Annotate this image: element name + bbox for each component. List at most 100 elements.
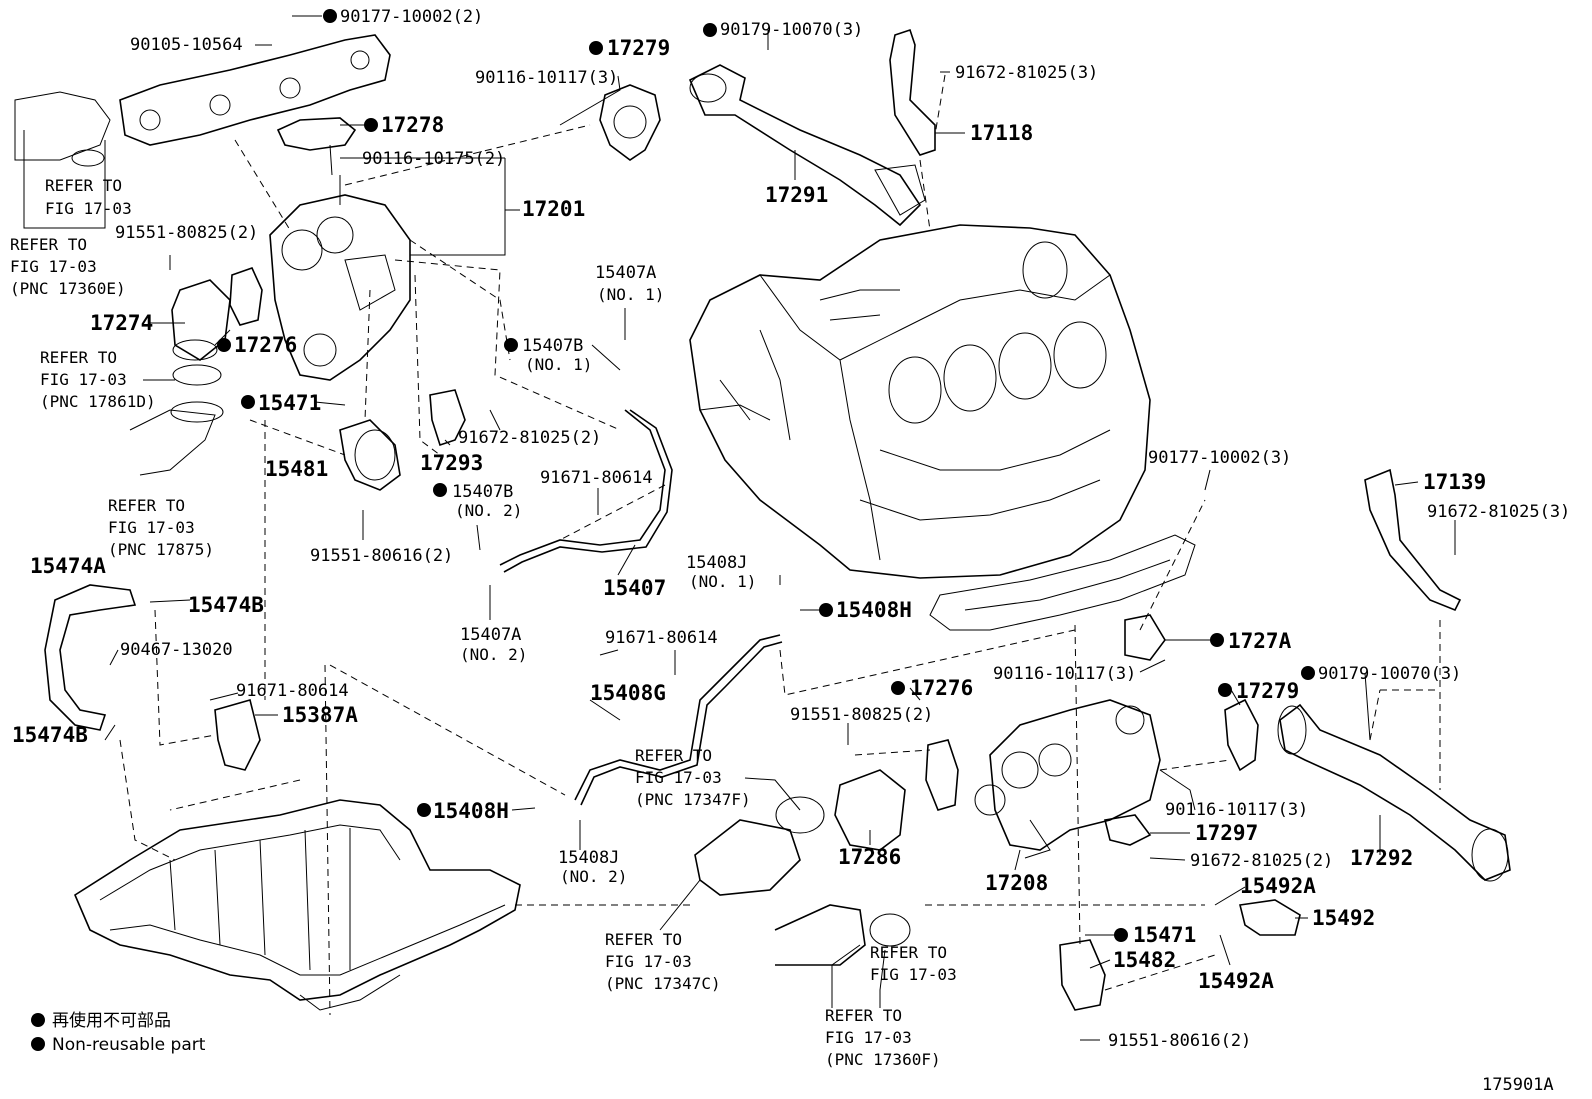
callout-17276-top: 17276 — [234, 333, 297, 357]
callout-17291: 17291 — [765, 183, 828, 207]
reference-6-line1: REFER TO — [605, 930, 682, 949]
callout-17286: 17286 — [838, 845, 901, 869]
callout-91551-80825-top: 91551-80825(2) — [115, 223, 258, 243]
non-reusable-markers — [31, 9, 1315, 1051]
callout-labels: 90177-10002(2) 90105-10564 17279 90179-1… — [10, 7, 1570, 1095]
callout-15474b-bottom: 15474B — [12, 723, 88, 747]
exhaust-gasket-upper-drawing — [14, 34, 391, 167]
callout-15407: 15407 — [603, 576, 666, 600]
reference-3-line2: FIG 17-03 — [40, 370, 127, 389]
callout-91671-80614-top: 91671-80614 — [540, 468, 653, 488]
callout-91551-80616-bottom: 91551-80616(2) — [1108, 1031, 1251, 1051]
callout-90116-10117-top: 90116-10117(3) — [475, 68, 618, 88]
callout-17208: 17208 — [985, 871, 1048, 895]
callout-15407b-mid: 15407B — [452, 482, 513, 502]
callout-91672-81025-low: 91672-81025(2) — [1190, 851, 1333, 871]
reference-7-line1: REFER TO — [870, 943, 947, 962]
callout-90467-13020: 90467-13020 — [120, 640, 233, 660]
callout-90179-10070-top: 90179-10070(3) — [720, 20, 863, 40]
bracket-17118-drawing — [889, 28, 936, 156]
callout-15474a: 15474A — [30, 554, 106, 578]
reference-4-line3: (PNC 17875) — [108, 540, 214, 559]
callout-91551-80825-right: 91551-80825(2) — [790, 705, 933, 725]
callout-91671-80614-low: 91671-80614 — [605, 628, 718, 648]
callout-15407b-mid-no: (NO. 2) — [455, 501, 522, 520]
callout-15407a-bottom-no: (NO. 2) — [460, 645, 527, 664]
turbocharger-upper-drawing — [269, 144, 411, 381]
reference-2-line2: FIG 17-03 — [10, 257, 97, 276]
callout-90116-10117-mid: 90116-10117(3) — [993, 664, 1136, 684]
reference-2-line1: REFER TO — [10, 235, 87, 254]
figure-id: 175901A — [1482, 1075, 1554, 1095]
callout-15408h-top: 15408H — [836, 598, 912, 622]
reference-5-line3: (PNC 17347F) — [635, 790, 751, 809]
callout-15408j-bottom-no: (NO. 2) — [560, 867, 627, 886]
reference-4-line2: FIG 17-03 — [108, 518, 195, 537]
callout-17279-top: 17279 — [607, 36, 670, 60]
callout-17293: 17293 — [420, 451, 483, 475]
gaskets-and-hoses-drawing — [44, 84, 1301, 1011]
callout-90177-10002-right: 90177-10002(3) — [1148, 448, 1291, 468]
callout-91671-80614-mid: 91671-80614 — [236, 681, 349, 701]
callout-90105-10564: 90105-10564 — [130, 35, 243, 55]
callout-15408g: 15408G — [590, 681, 666, 705]
callout-17279-right: 17279 — [1236, 679, 1299, 703]
callout-17201: 17201 — [522, 197, 585, 221]
callout-17274: 17274 — [90, 311, 153, 335]
bracket-17139-drawing — [1364, 468, 1462, 612]
callout-15492a-bottom: 15492A — [1198, 969, 1274, 993]
callout-91551-80616-top: 91551-80616(2) — [310, 546, 453, 566]
callout-15408j-top: 15408J — [686, 553, 747, 573]
callout-15407a-top-no: (NO. 1) — [597, 285, 664, 304]
engine-block-drawing — [689, 224, 1196, 631]
reference-2-line3: (PNC 17360E) — [10, 279, 126, 298]
callout-15407a-bottom: 15407A — [460, 625, 521, 645]
callout-17118: 17118 — [970, 121, 1033, 145]
callout-17297: 17297 — [1195, 821, 1258, 845]
reference-8-line1: REFER TO — [825, 1006, 902, 1025]
reference-4-line1: REFER TO — [108, 496, 185, 515]
callout-15407b-top-no: (NO. 1) — [525, 355, 592, 374]
reference-6-line2: FIG 17-03 — [605, 952, 692, 971]
reference-8-line2: FIG 17-03 — [825, 1028, 912, 1047]
exhaust-pipe-upper-drawing — [688, 64, 926, 227]
callout-15492: 15492 — [1312, 906, 1375, 930]
callout-15407a-top: 15407A — [595, 263, 656, 283]
reference-1-line2: FIG 17-03 — [45, 199, 132, 218]
leader-lines — [23, 15, 1456, 1041]
reference-6-line3: (PNC 17347C) — [605, 974, 721, 993]
callout-15408j-top-no: (NO. 1) — [689, 572, 756, 591]
reference-3-line1: REFER TO — [40, 348, 117, 367]
reference-5-line2: FIG 17-03 — [635, 768, 722, 787]
callout-15481: 15481 — [265, 457, 328, 481]
reference-8-line3: (PNC 17360F) — [825, 1050, 941, 1069]
reference-7-line2: FIG 17-03 — [870, 965, 957, 984]
callout-15387a: 15387A — [282, 703, 358, 727]
callout-15407b-top: 15407B — [522, 336, 583, 356]
legend-japanese: 再使用不可部品 — [52, 1010, 171, 1031]
turbocharger-lower-drawing — [974, 699, 1161, 859]
callout-17139: 17139 — [1423, 470, 1486, 494]
callout-90177-10002-top: 90177-10002(2) — [340, 7, 483, 27]
callout-15471-top: 15471 — [258, 391, 321, 415]
reference-3-line3: (PNC 17861D) — [40, 392, 156, 411]
callout-17292: 17292 — [1350, 846, 1413, 870]
callout-91672-81025-mid: 91672-81025(2) — [458, 428, 601, 448]
callout-15408h-bottom: 15408H — [433, 799, 509, 823]
reference-1-line1: REFER TO — [45, 176, 122, 195]
exhaust-pipe-lower-drawing — [1277, 703, 1511, 882]
callout-1727a: 1727A — [1228, 629, 1292, 653]
legend-non-reusable: Non-reusable part — [52, 1035, 206, 1055]
callout-91672-81025-top: 91672-81025(3) — [955, 63, 1098, 83]
callout-15492a-top: 15492A — [1240, 874, 1316, 898]
callout-90116-10117-low: 90116-10117(3) — [1165, 800, 1308, 820]
oil-pan-drawing — [73, 799, 521, 1011]
callout-17278: 17278 — [381, 113, 444, 137]
callout-90179-10070-right: 90179-10070(3) — [1318, 664, 1461, 684]
callout-15474b-top: 15474B — [188, 593, 264, 617]
callout-15471-bottom: 15471 — [1133, 923, 1196, 947]
callout-91672-81025-right: 91672-81025(3) — [1427, 502, 1570, 522]
callout-90116-10175: 90116-10175(2) — [362, 149, 505, 169]
callout-15408j-bottom: 15408J — [558, 848, 619, 868]
